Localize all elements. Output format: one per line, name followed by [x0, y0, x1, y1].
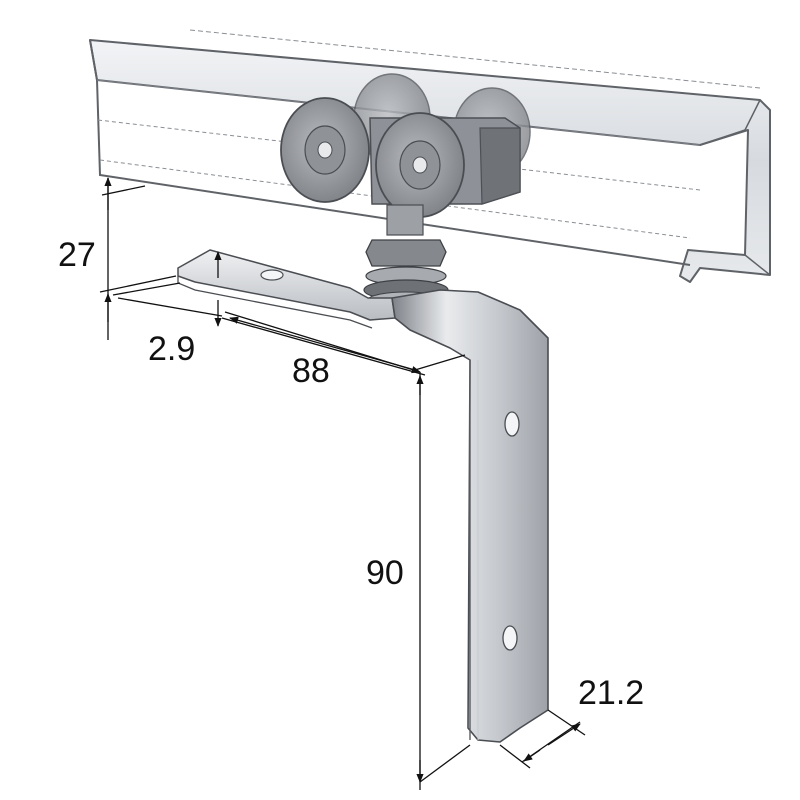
- l-bracket: [177, 249, 549, 743]
- leg-upper-hole: [504, 411, 520, 437]
- dimension-lines: [99, 177, 586, 790]
- dimension-arm-length-label: 88: [292, 352, 330, 390]
- dimension-thickness-label: 2.9: [148, 330, 196, 368]
- dimension-leg-height-label: 90: [366, 554, 404, 592]
- dimension-width-label: 21.2: [578, 674, 645, 712]
- leg-lower-hole: [502, 625, 518, 651]
- front-wheel-right: [375, 112, 465, 218]
- front-wheel-left: [280, 97, 370, 203]
- arm-mounting-hole: [260, 269, 284, 281]
- dimension-height-top-label: 27: [58, 236, 96, 274]
